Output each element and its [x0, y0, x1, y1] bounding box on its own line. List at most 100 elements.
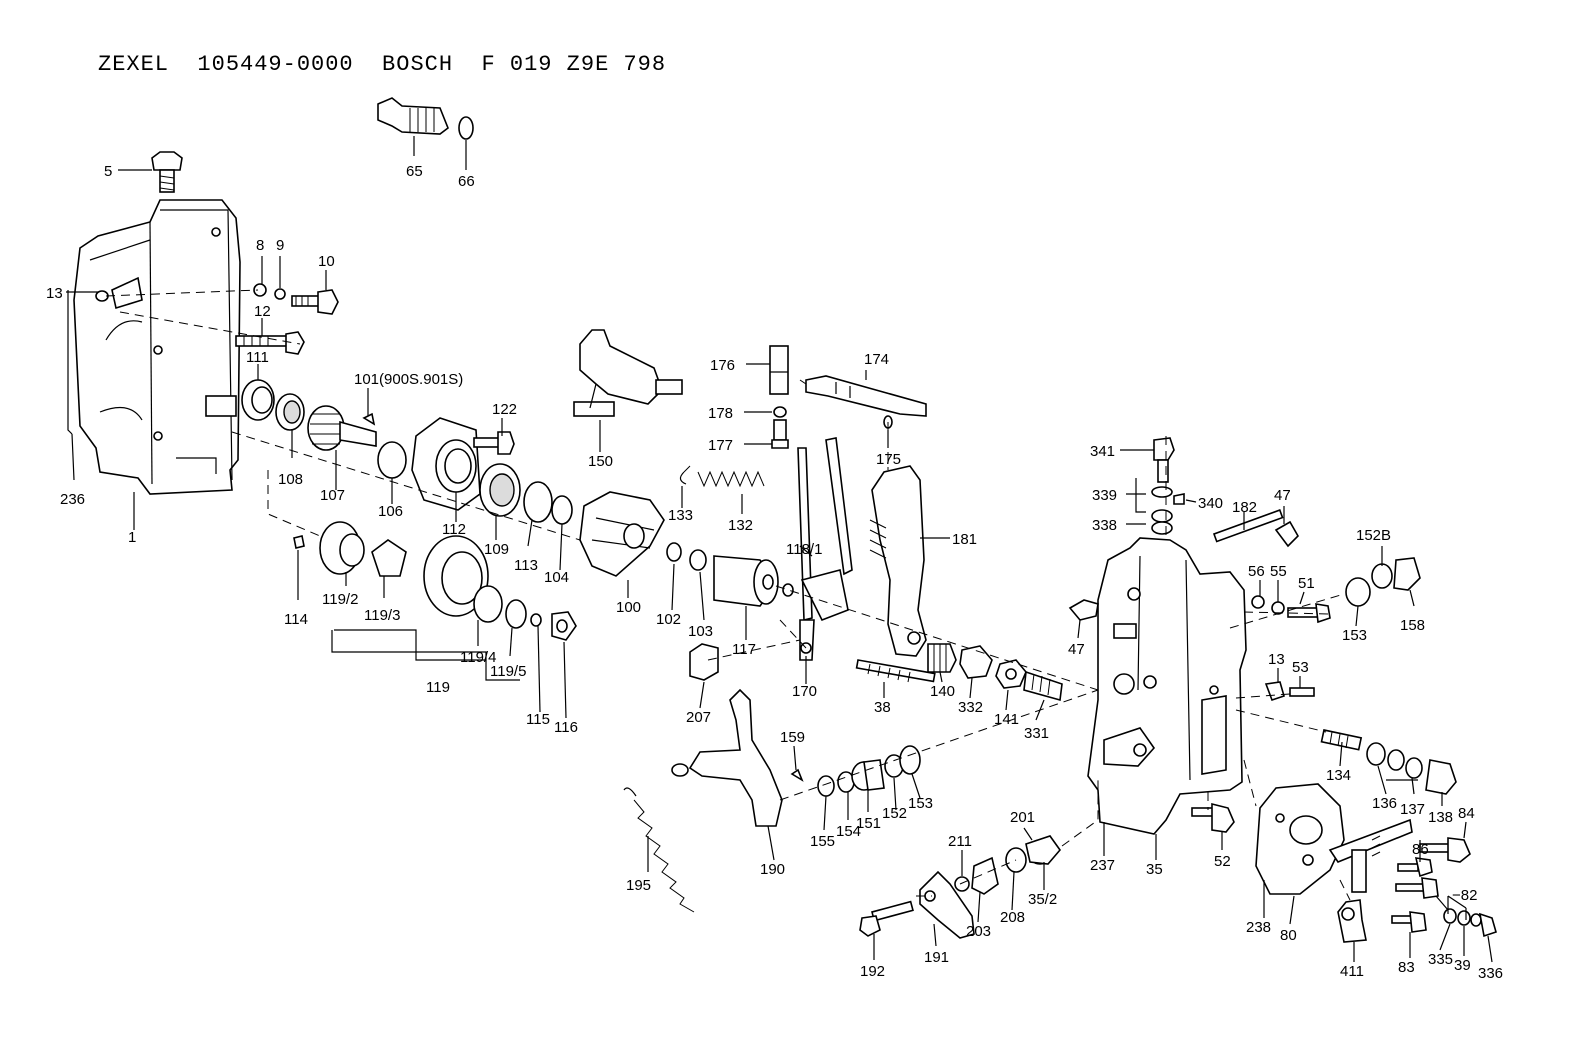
label-47b: 47: [1068, 641, 1085, 658]
flange-112: [411, 417, 481, 511]
leader-lines: [66, 136, 1493, 963]
screw-331: [1023, 670, 1063, 702]
label-1: 1: [128, 529, 136, 546]
pin-159: [790, 768, 804, 782]
label-154: 154: [836, 823, 861, 840]
label-113: 113: [514, 557, 538, 574]
key-114: [293, 535, 305, 549]
label-35: 35: [1146, 861, 1163, 878]
label-136: 136: [1372, 795, 1397, 812]
label-119-4: 119/4: [460, 649, 496, 666]
label-331: 331: [1024, 725, 1049, 742]
label-192: 192: [860, 963, 885, 980]
spring-132: [679, 470, 765, 488]
label-211: 211: [948, 833, 972, 850]
label-336: 336: [1478, 965, 1503, 982]
label-104: 104: [544, 569, 569, 586]
ring-113: [523, 481, 553, 523]
label-141: 141: [994, 711, 1019, 728]
washers-335-39-336: [1443, 908, 1497, 938]
diagram-title: ZEXEL 105449-0000 BOSCH F 019 Z9E 798: [98, 52, 667, 77]
label-114: 114: [284, 611, 308, 628]
label-103: 103: [688, 623, 713, 640]
ring-stack-155-153: [817, 745, 921, 797]
bolt-39: [1395, 877, 1439, 899]
label-153b: 153: [908, 795, 933, 812]
bolt-84: [1419, 837, 1471, 863]
label-152B: 152B: [1356, 527, 1391, 544]
label-101: 101(900S.901S): [354, 371, 463, 388]
washer-117: [782, 583, 794, 597]
label-338: 338: [1092, 517, 1117, 534]
label-119-3: 119/3: [364, 607, 400, 624]
cover-80: [1255, 783, 1413, 895]
lever-190: [671, 688, 783, 827]
label-10: 10: [318, 253, 335, 270]
ring-137b: [1405, 757, 1423, 779]
label-238: 238: [1246, 919, 1271, 936]
sleeve-103: [689, 549, 707, 571]
label-340: 340: [1198, 495, 1223, 512]
label-138: 138: [1428, 809, 1453, 826]
label-56: 56: [1248, 563, 1265, 580]
label-8: 8: [256, 237, 264, 254]
label-51: 51: [1298, 575, 1315, 592]
label-102: 102: [656, 611, 681, 628]
label-39: 39: [1454, 957, 1471, 974]
label-411: 411: [1340, 963, 1364, 980]
plug-5: [151, 151, 183, 193]
label-109: 109: [484, 541, 509, 558]
label-236: 236: [60, 491, 85, 508]
clip-411: [1337, 899, 1367, 943]
label-132: 132: [728, 517, 753, 534]
label-5: 5: [104, 163, 112, 180]
bolt-51: [1251, 595, 1331, 624]
label-140: 140: [930, 683, 955, 700]
label-339: 339: [1092, 487, 1117, 504]
nut-141: [995, 659, 1027, 689]
lever-174: [805, 375, 927, 417]
label-175: 175: [876, 451, 901, 468]
label-152: 152: [882, 805, 907, 822]
label-158: 158: [1400, 617, 1425, 634]
label-155: 155: [810, 833, 835, 850]
bolt-53: [1264, 681, 1315, 702]
label-84: 84: [1458, 805, 1475, 822]
block-207: [689, 643, 719, 681]
label-86: 86: [1412, 841, 1429, 858]
label-191: 191: [924, 949, 949, 966]
label-332: 332: [958, 699, 983, 716]
label-106: 106: [378, 503, 403, 520]
bolt-122: [473, 431, 515, 455]
label-13a: 13: [46, 285, 63, 302]
label-83: 83: [1398, 959, 1415, 976]
label-133: 133: [668, 507, 693, 524]
lever-assembly-118-1: [797, 437, 853, 661]
label-153a: 153: [1342, 627, 1367, 644]
bearings-111-108: [241, 379, 305, 431]
ring-106: [377, 441, 407, 479]
label-38: 38: [874, 699, 891, 716]
cap-138: [1425, 759, 1457, 795]
label-12: 12: [254, 303, 271, 320]
label-107: 107: [320, 487, 345, 504]
label-112: 112: [442, 521, 466, 538]
label-52: 52: [1214, 853, 1231, 870]
label-137: 137: [1400, 801, 1425, 818]
bolt-86: [1397, 857, 1433, 878]
label-176: 176: [710, 357, 735, 374]
plate-181: [869, 465, 927, 657]
washer-115: [530, 613, 542, 627]
housing-right: [1087, 537, 1247, 835]
label-111: 111: [246, 349, 269, 366]
label-134: 134: [1326, 767, 1351, 784]
plunger-134: [1320, 729, 1363, 751]
shaft-107: [307, 405, 377, 451]
bolt-52: [1191, 802, 1235, 833]
label-181: 181: [952, 531, 977, 548]
label-119-2: 119/2: [322, 591, 358, 608]
bolt-83: [1391, 911, 1427, 933]
bolt-192: [859, 900, 914, 937]
